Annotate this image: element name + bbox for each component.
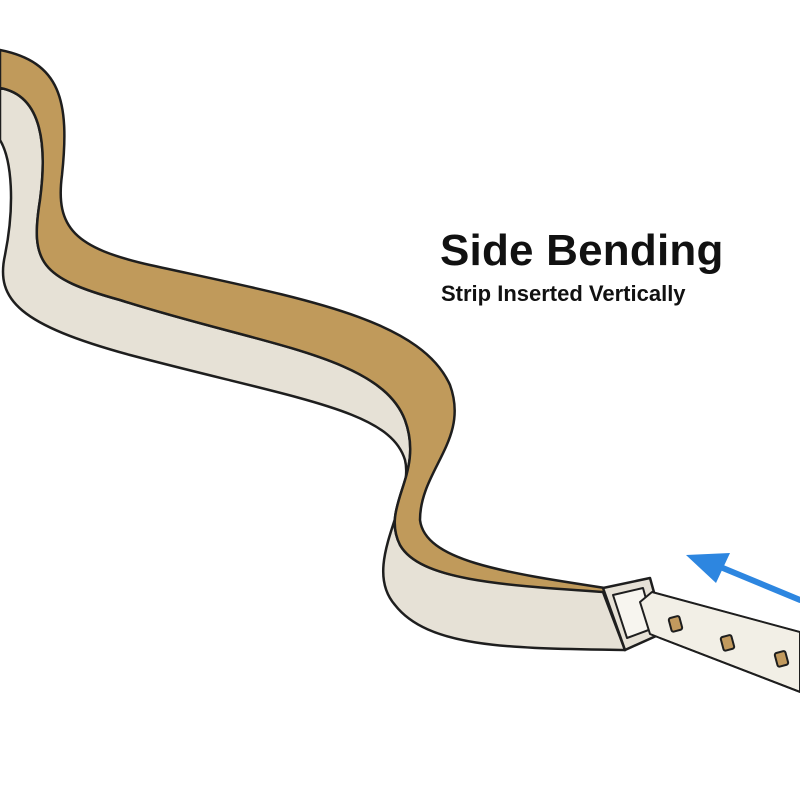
channel-top-surface [0,48,627,652]
led-chips [667,615,790,668]
diagram-title: Side Bending [440,226,724,275]
arrow-left-up-icon [686,553,800,603]
led-chip [719,634,736,652]
led-chip [667,615,684,633]
diagram-subtitle: Strip Inserted Vertically [441,281,686,306]
led-strip [639,591,800,693]
led-chip [773,650,790,668]
channel-side-wall [0,86,627,652]
